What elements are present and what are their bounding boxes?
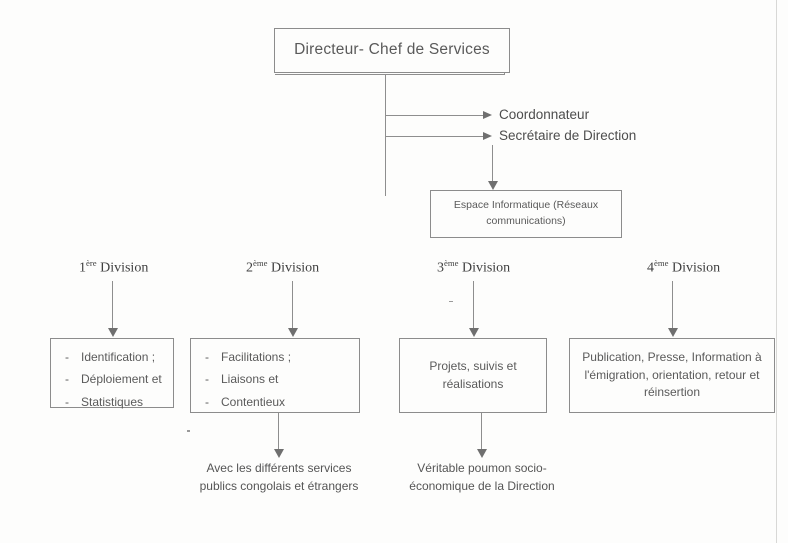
connector-division-1: [112, 281, 113, 330]
caption-division-2: Avec les différents services publics con…: [188, 459, 370, 495]
connector-division-4: [672, 281, 673, 330]
node-division-1-box[interactable]: - Identification ; - Déploiement et - St…: [50, 338, 174, 411]
connector-caption-division-2: [278, 413, 279, 451]
list-item: - Statistiques: [65, 394, 173, 411]
node-coordonnateur[interactable]: Coordonnateur: [499, 107, 589, 122]
node-espace-informatique[interactable]: Espace Informatique (Réseaux communicati…: [430, 190, 622, 238]
bullet-dash: -: [205, 394, 209, 409]
connector-root-horizontal: [275, 74, 505, 75]
division-1-tail: Division: [96, 260, 149, 276]
division-3-ordinal: 3: [437, 260, 444, 276]
division-4-suffix: ème: [654, 258, 669, 268]
list-item-text: Facilitations ;: [221, 350, 292, 364]
caption-division-3: Véritable poumon socio- économique de la…: [391, 459, 573, 495]
list-item-text: Déploiement et: [81, 372, 162, 387]
bullet-dash: -: [65, 394, 69, 409]
division-1-ordinal: 1: [79, 260, 86, 276]
caption-division-2-line2: publics congolais et étrangers: [199, 479, 359, 493]
list-item: - Déploiement et: [65, 371, 173, 388]
node-directeur-chef-de-services[interactable]: Directeur- Chef de Services: [274, 28, 510, 73]
division-4-tail: Division: [668, 260, 721, 276]
arrowhead-espace-informatique: [487, 181, 498, 190]
list-item-text: Statistiques: [81, 394, 144, 409]
connector-caption-division-3: [481, 413, 482, 451]
connector-division-3: [473, 281, 474, 330]
bullet-dash: -: [65, 350, 69, 364]
connector-secretaire: [386, 136, 483, 137]
division-3-tail: Division: [458, 260, 511, 276]
node-division-4-line2: l'émigration, orientation, retour et: [584, 367, 760, 382]
division-1-suffix: ère: [86, 258, 97, 268]
node-division-4-line3: réinsertion: [643, 385, 701, 400]
division-4-ordinal: 4: [647, 260, 654, 276]
division-2-tail: Division: [267, 260, 320, 276]
connector-coordonnateur: [386, 115, 483, 116]
division-3-suffix: ème: [444, 258, 459, 268]
list-item: - Liaisons et: [205, 371, 359, 388]
division-label-1[interactable]: 1ère Division: [79, 258, 148, 277]
bullet-dash: -: [65, 372, 69, 387]
node-division-3-box[interactable]: Projets, suivis et réalisations: [399, 338, 547, 413]
node-secretaire-label: Secrétaire de Direction: [499, 128, 637, 143]
arrowhead-coordonnateur: [483, 110, 492, 119]
scan-speck: [449, 301, 453, 302]
list-item-text: Identification ;: [81, 350, 156, 364]
caption-division-3-line2: économique de la Direction: [409, 479, 555, 493]
bullet-dash: -: [205, 350, 209, 364]
division-2-ordinal: 2: [246, 260, 253, 276]
division-label-3[interactable]: 3ème Division: [437, 258, 510, 277]
caption-division-3-line1: Véritable poumon socio-: [417, 461, 547, 475]
list-item-text: Liaisons et: [221, 372, 279, 387]
node-directeur-label: Directeur- Chef de Services: [294, 41, 490, 59]
node-espace-line1: Espace Informatique (Réseaux: [453, 199, 599, 212]
connector-espace-informatique: [492, 145, 493, 183]
caption-division-2-line1: Avec les différents services: [206, 461, 352, 475]
node-secretaire-de-direction[interactable]: Secrétaire de Direction: [499, 128, 636, 143]
arrowhead-caption-division-2: [273, 449, 284, 458]
node-division-2-box[interactable]: - Facilitations ; - Liaisons et - Conten…: [190, 338, 360, 413]
division-label-2[interactable]: 2ème Division: [246, 258, 319, 277]
bullet-dash: -: [205, 372, 209, 387]
node-coordonnateur-label: Coordonnateur: [499, 107, 590, 122]
node-division-4-box[interactable]: Publication, Presse, Information à l'émi…: [569, 338, 775, 413]
scan-speck: [187, 430, 190, 432]
node-division-3-line1: Projets, suivis et: [429, 359, 517, 374]
division-label-4[interactable]: 4ème Division: [647, 258, 720, 277]
arrowhead-division-4: [667, 328, 678, 337]
division-2-suffix: ème: [253, 258, 268, 268]
arrowhead-division-1: [107, 328, 118, 337]
list-item: - Facilitations ;: [205, 349, 359, 366]
arrowhead-caption-division-3: [476, 449, 487, 458]
arrowhead-secretaire: [483, 131, 492, 140]
list-item-text: Contentieux: [221, 394, 286, 409]
list-item: - Identification ;: [65, 349, 173, 366]
arrowhead-division-2: [287, 328, 298, 337]
node-division-3-line2: réalisations: [442, 376, 504, 391]
list-item: - Contentieux: [205, 394, 359, 411]
node-espace-line2: communications): [486, 215, 566, 227]
node-division-4-line1: Publication, Presse, Information à: [582, 350, 762, 365]
arrowhead-division-3: [468, 328, 479, 337]
connector-root-trunk: [385, 74, 386, 196]
scan-edge: [776, 0, 777, 543]
connector-division-2: [292, 281, 293, 330]
